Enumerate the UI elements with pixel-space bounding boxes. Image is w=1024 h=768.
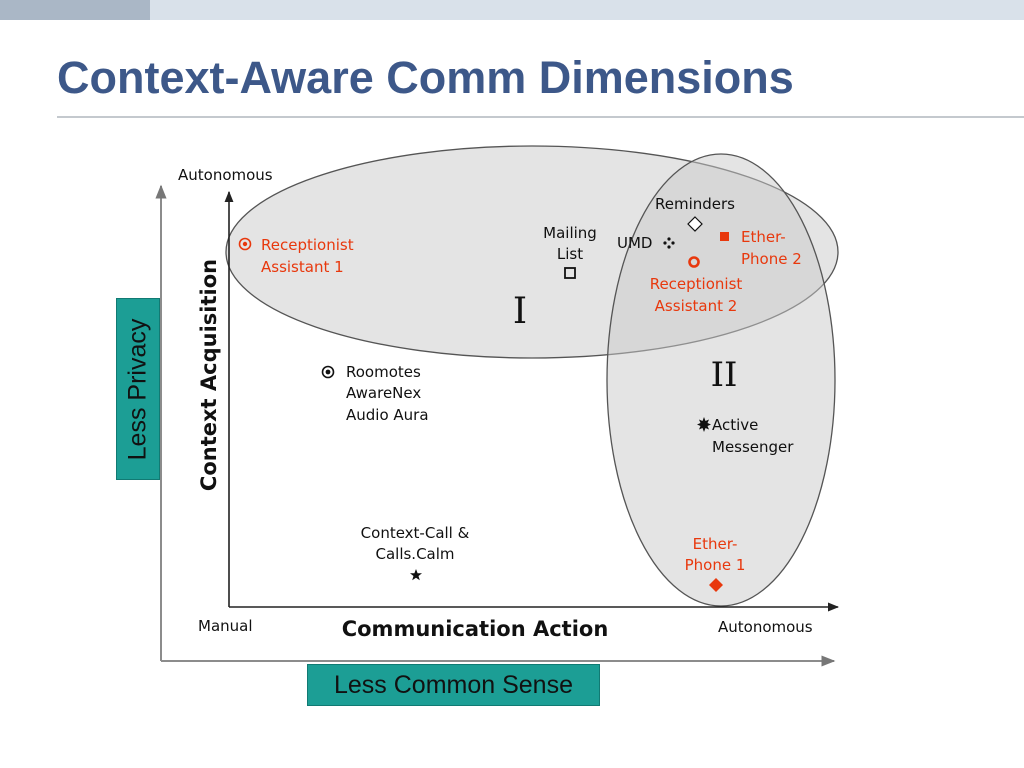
receptionist-assistant-1-line2: Assistant 1	[261, 258, 344, 276]
active-messenger-item: Active Messenger	[697, 416, 794, 456]
roomotes-line1: Roomotes	[346, 363, 421, 381]
starburst-icon	[697, 417, 711, 432]
filled-diamond-icon	[709, 578, 723, 592]
square-icon	[564, 267, 576, 279]
less-privacy-text: Less Privacy	[123, 318, 152, 460]
region-2-ellipse	[606, 153, 836, 607]
mailing-list-line1: Mailing	[543, 224, 597, 242]
context-call-line2: Calls.Calm	[375, 545, 454, 563]
filled-square-icon	[720, 232, 729, 241]
receptionist-assistant-1-line1: Receptionist	[261, 236, 354, 254]
ring-icon	[688, 256, 700, 268]
x-axis-left-label: Manual	[198, 617, 253, 635]
target-circle-icon	[238, 237, 252, 251]
reminders-item: Reminders	[655, 195, 735, 232]
receptionist-assistant-2-line1: Receptionist	[650, 275, 743, 293]
top-decor-bar	[0, 0, 1024, 20]
four-dot-icon	[663, 237, 675, 249]
mailing-list-item: Mailing List	[543, 224, 597, 279]
umd-label: UMD	[617, 234, 652, 252]
star-icon	[410, 569, 422, 581]
roomotes-item: Roomotes AwareNex Audio Aura	[321, 363, 429, 424]
roomotes-line2: AwareNex	[346, 384, 421, 402]
active-messenger-line1: Active	[712, 416, 758, 434]
umd-item: UMD	[617, 234, 675, 252]
context-call-item: Context-Call & Calls.Calm	[361, 524, 470, 581]
less-common-sense-label: Less Common Sense	[307, 664, 600, 706]
x-axis-title: Communication Action	[342, 617, 609, 641]
less-privacy-label: Less Privacy	[116, 298, 160, 480]
receptionist-assistant-2-item: Receptionist Assistant 2	[650, 256, 743, 315]
active-messenger-line2: Messenger	[712, 438, 794, 456]
context-call-line1: Context-Call &	[361, 524, 470, 542]
diamond-outline-icon	[687, 216, 703, 232]
ether-phone-2-line1: Ether-	[741, 228, 786, 246]
receptionist-assistant-2-line2: Assistant 2	[655, 297, 738, 315]
region-1-label: I	[513, 291, 527, 332]
ether-phone-1-line2: Phone 1	[685, 556, 746, 574]
y-axis-title: Context Acquisition	[197, 259, 221, 491]
region-2-label: II	[711, 355, 738, 395]
mailing-list-line2: List	[557, 245, 583, 263]
x-axis-right-label: Autonomous	[718, 618, 813, 636]
reminders-label: Reminders	[655, 195, 735, 213]
ether-phone-1-line1: Ether-	[693, 535, 738, 553]
target-circle-icon	[321, 365, 335, 379]
ether-phone-1-item: Ether- Phone 1	[685, 535, 746, 592]
roomotes-line3: Audio Aura	[346, 406, 429, 424]
ether-phone-2-line2: Phone 2	[741, 250, 802, 268]
receptionist-assistant-1-item: Receptionist Assistant 1	[238, 236, 354, 276]
title-divider	[57, 116, 1024, 118]
ether-phone-2-item: Ether- Phone 2	[720, 228, 802, 268]
y-axis-top-label: Autonomous	[178, 166, 273, 184]
slide-title: Context-Aware Comm Dimensions	[57, 52, 794, 103]
top-decor-accent	[0, 0, 150, 20]
